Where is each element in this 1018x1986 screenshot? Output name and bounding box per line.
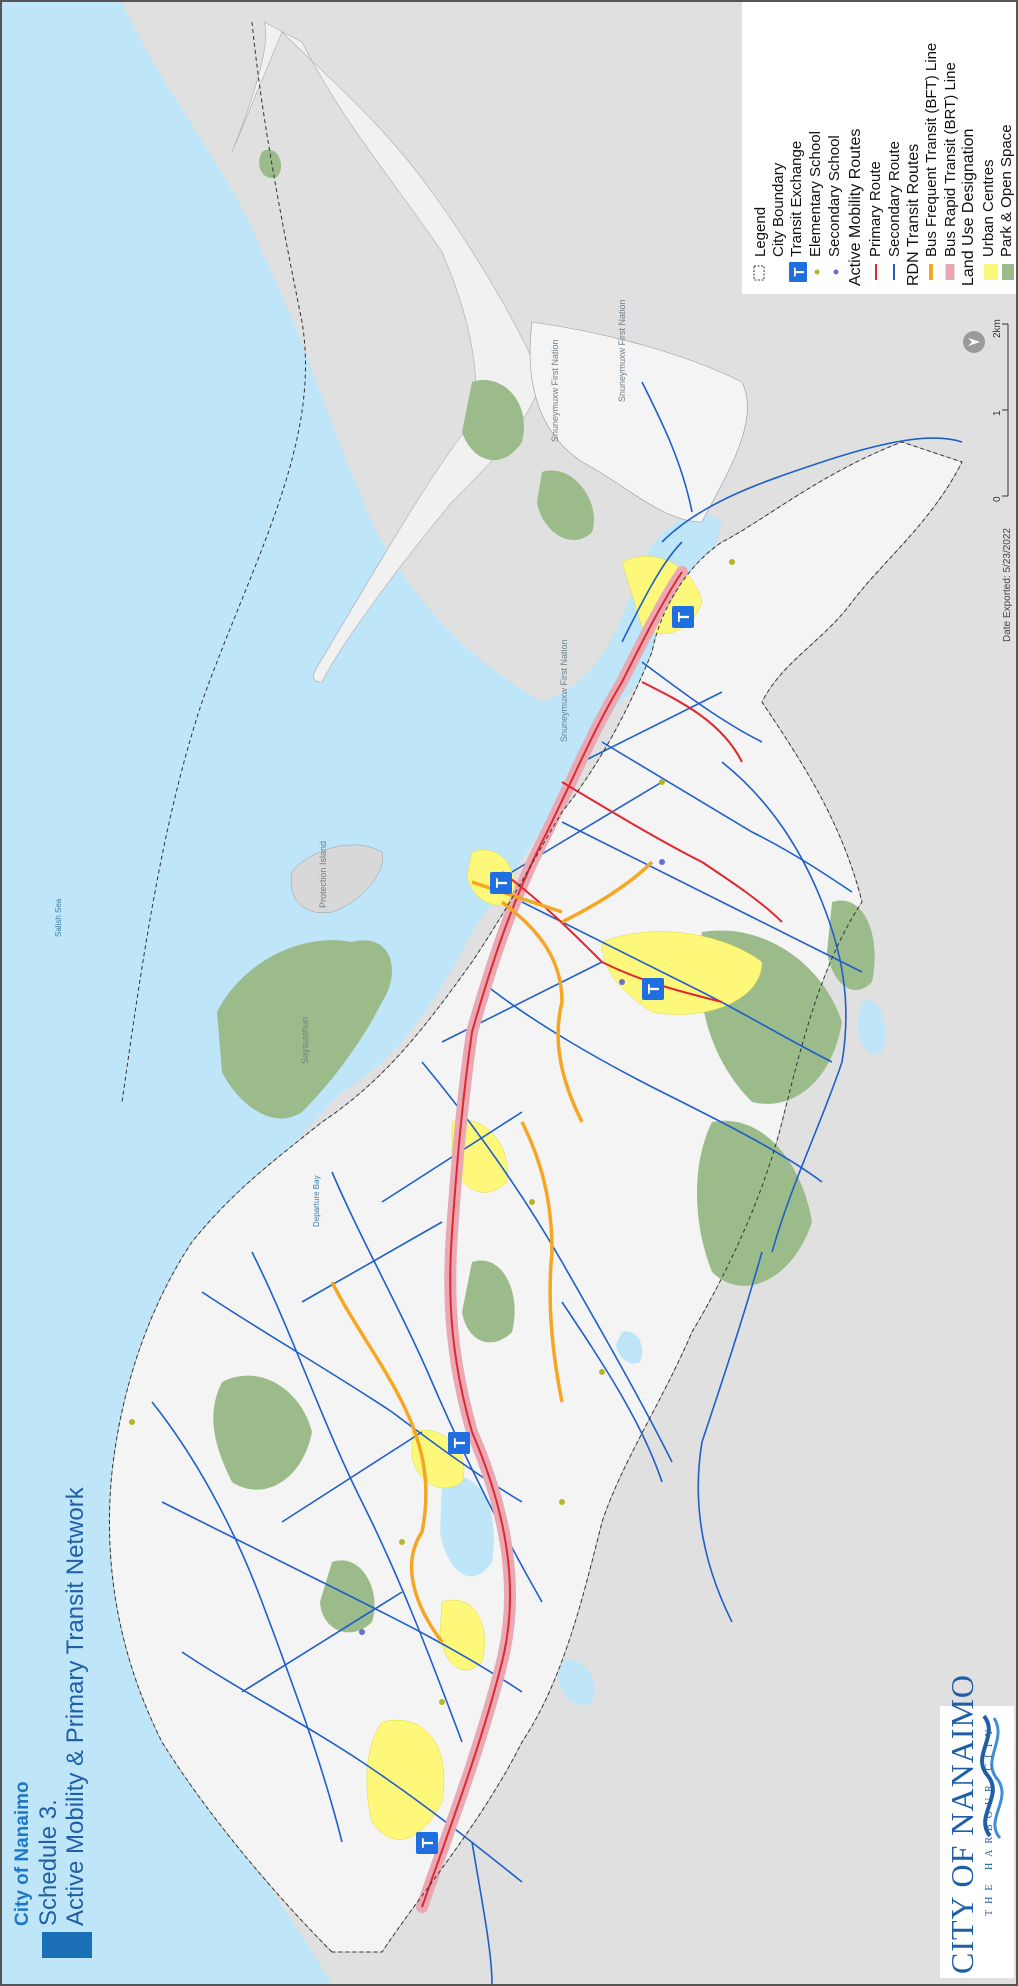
scale-label-0: 0 [992,496,1003,502]
lakes-layer [440,1000,886,1706]
legend-park-open-space: Park & Open Space [998,124,1015,257]
label-saysutshun: Saysutshun [300,1016,310,1064]
secondary-school[interactable] [659,859,665,865]
legend-heading: Legend [752,206,769,257]
bft-lines-layer[interactable] [330,860,654,1644]
legend-brt: Bus Rapid Transit (BRT) Line [942,62,959,257]
label-snuneymuxw-3: Snuneymuxw First Nation [559,639,569,742]
svg-text:T: T [676,612,693,622]
transit-exchange-icon[interactable]: T [672,606,694,628]
title-accent-bar [42,1932,92,1958]
label-salish-sea: Salish Sea [54,898,63,937]
harbour-boundary [121,21,306,1103]
svg-text:T: T [494,878,511,888]
title-org: City of Nanaimo [12,1781,33,1926]
primary-routes-layer[interactable] [421,571,783,1908]
legend-rdn-heading: RDN Transit Routes [905,143,922,286]
saysutshun-island [217,940,392,1119]
legend-active-mobility-heading: Active Mobility Routes [847,128,864,286]
page-title: Active Mobility & Primary Transit Networ… [62,1487,89,1926]
legend-panel [742,2,1016,294]
elementary-school[interactable] [399,1539,405,1545]
svg-text:T: T [420,1838,437,1848]
svg-text:T: T [646,984,663,994]
north-peninsula [231,21,543,683]
elementary-school[interactable] [599,1369,605,1375]
label-departure-bay: Departure Bay [312,1175,321,1227]
elementary-school[interactable] [729,559,735,565]
north-arrow-icon [963,331,985,353]
legend-city-boundary: City Boundary [770,162,787,257]
legend-primary-route: Primary Route [867,161,884,257]
elementary-school[interactable] [129,1419,135,1425]
elementary-school[interactable] [559,1499,565,1505]
transit-exchange-icon[interactable]: T [416,1832,438,1854]
legend-land-use-heading: Land Use Designation [960,128,977,286]
title-schedule: Schedule 3. [35,1799,62,1926]
transit-exchanges-layer[interactable]: T T T T T [416,606,694,1854]
elementary-school[interactable] [529,1199,535,1205]
elementary-school[interactable] [659,779,665,785]
protection-island [290,844,383,914]
transit-exchange-icon[interactable]: T [642,978,664,1000]
label-protection-island: Protection Island [318,840,328,908]
transit-exchange-icon[interactable]: T [490,872,512,894]
transit-exchange-icon[interactable]: T [448,1432,470,1454]
logo-wordmark: CITY OF NANAIMO [944,1673,980,1974]
legend-elementary-school: Elementary School [807,131,824,257]
legend-secondary-route: Secondary Route [886,141,903,257]
label-snuneymuxw-2: Snuneymuxw First Nation [617,299,627,402]
logo: CITY OF NANAIMO THE HARBOUR CITY [940,1674,1014,1978]
secondary-school[interactable] [619,979,625,985]
elementary-school[interactable] [439,1699,445,1705]
legend-urban-centres: Urban Centres [980,159,997,257]
logo-tagline: THE HARBOUR CITY [984,1723,995,1916]
logo-wave-icon [980,1714,1004,1839]
secondary-school[interactable] [359,1629,365,1635]
legend-bft: Bus Frequent Transit (BFT) Line [923,42,940,257]
city-boundary [108,441,963,1953]
schools-layer[interactable] [129,559,735,1705]
scale-label-1: 1 [992,410,1003,416]
label-snuneymuxw-1: Snuneymuxw First Nation [550,339,560,442]
date-exported: Date Exported: 5/23/2022 [1002,528,1013,642]
legend-transit-exchange: Transit Exchange [788,140,805,257]
legend-secondary-school: Secondary School [826,135,843,257]
scale-bar [1002,323,1009,497]
north-parcel [529,321,748,523]
scale-label-2km: 2km [992,319,1003,338]
svg-text:T: T [452,1438,469,1448]
